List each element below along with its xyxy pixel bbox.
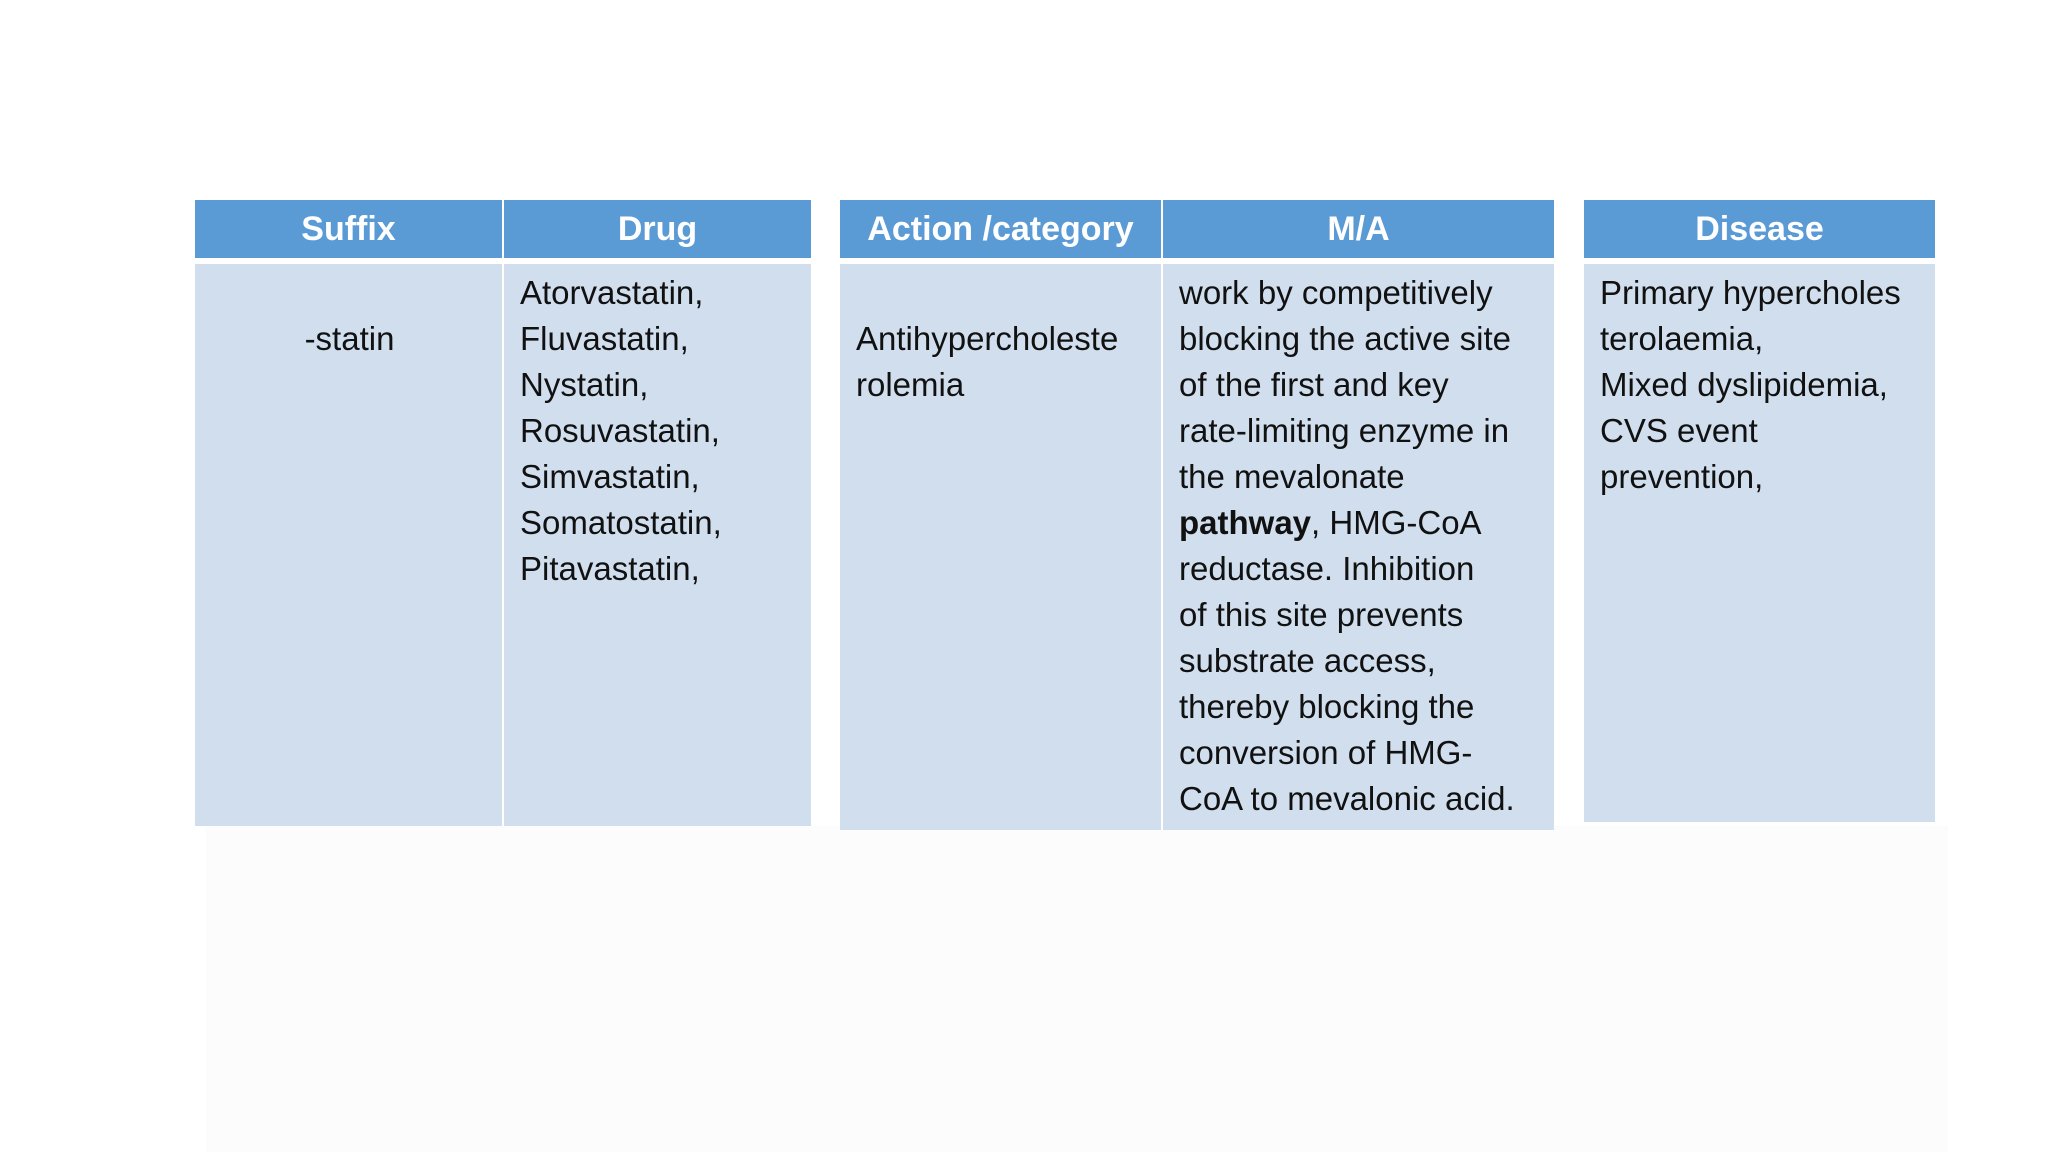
header-drug: Drug xyxy=(503,200,811,264)
table-row: -statin Atorvastatin, Fluvastatin, Nysta… xyxy=(195,261,811,826)
header-disease: Disease xyxy=(1584,200,1935,264)
mechanism-text: work by competitively blocking the activ… xyxy=(1179,274,1512,495)
action-category-cell: Antihypercholeste rolemia xyxy=(840,261,1163,830)
background-shadow-panel xyxy=(206,826,1948,1152)
mechanism-cell: work by competitively blocking the activ… xyxy=(1162,261,1554,830)
disease-cell: Primary hypercholes terolaemia, Mixed dy… xyxy=(1584,261,1935,822)
header-action-category: Action /category xyxy=(840,200,1163,264)
table-header-row: Suffix Drug xyxy=(195,200,811,264)
table-row: Primary hypercholes terolaemia, Mixed dy… xyxy=(1584,261,1935,822)
suffix-drug-table: Suffix Drug -statin Atorvastatin, Fluvas… xyxy=(195,200,811,826)
table-row: Antihypercholeste rolemia work by compet… xyxy=(840,261,1554,830)
table-header-row: Action /category M/A xyxy=(840,200,1554,264)
header-suffix: Suffix xyxy=(195,200,504,264)
mechanism-text-bold: pathway xyxy=(1179,504,1312,541)
table-header-row: Disease xyxy=(1584,200,1935,264)
header-mechanism-of-action: M/A xyxy=(1162,200,1554,264)
drug-list-cell: Atorvastatin, Fluvastatin, Nystatin, Ros… xyxy=(503,261,811,826)
action-mechanism-table: Action /category M/A Antihypercholeste r… xyxy=(840,200,1554,830)
mechanism-text-rest: , HMG-CoA reductase. Inhibition of this … xyxy=(1179,504,1515,817)
disease-table: Disease Primary hypercholes terolaemia, … xyxy=(1584,200,1935,822)
suffix-cell: -statin xyxy=(195,261,504,826)
